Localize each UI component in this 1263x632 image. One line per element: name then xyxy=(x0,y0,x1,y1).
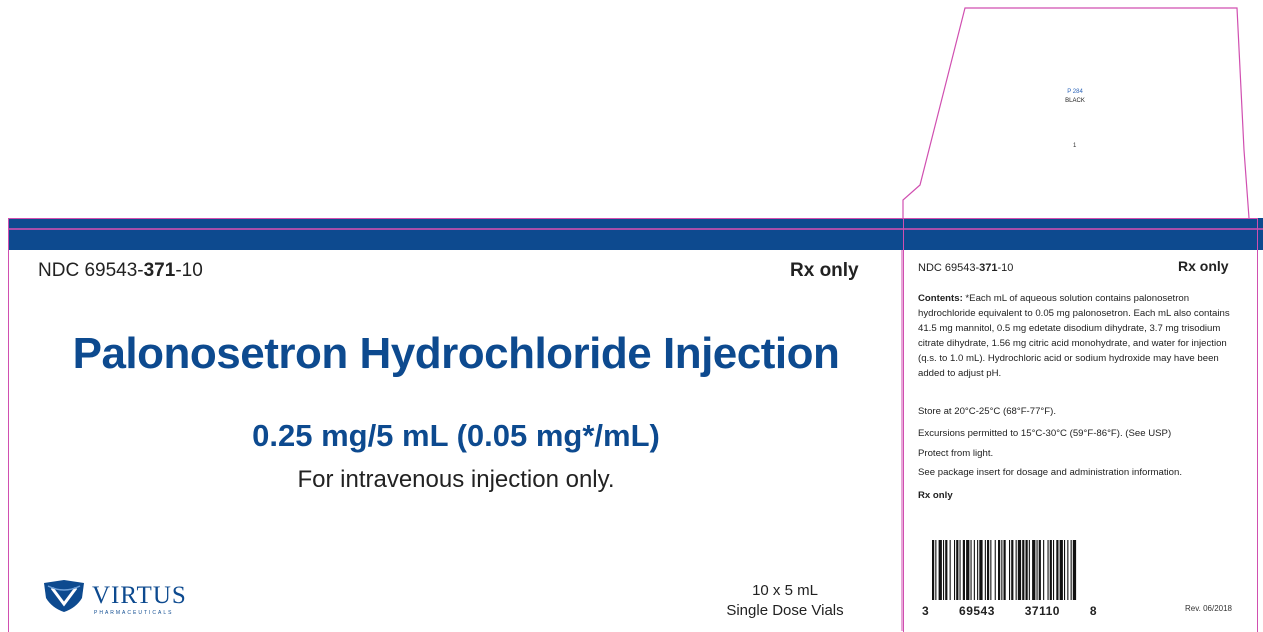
barcode-bar xyxy=(959,540,961,600)
barcode-digit-system: 3 xyxy=(922,604,930,618)
barcode-bar xyxy=(932,540,935,600)
package-insert-text: See package insert for dosage and admini… xyxy=(918,467,1182,478)
logo-subtitle: PHARMACEUTICALS xyxy=(94,610,174,616)
barcode-bar xyxy=(935,540,937,600)
barcode-bar xyxy=(945,540,948,600)
pms-color-note: P 284 BLACK xyxy=(1040,88,1110,106)
excursions-text: Excursions permitted to 15°C-30°C (59°F-… xyxy=(918,428,1172,439)
barcode-bar xyxy=(1056,540,1059,600)
barcode-bar xyxy=(1011,540,1014,600)
barcode-bar xyxy=(956,540,959,600)
pms-line-1: P 284 xyxy=(1067,89,1083,95)
barcode-bar xyxy=(1009,540,1011,600)
barcode-bar xyxy=(1059,540,1063,600)
barcode-bar xyxy=(954,540,956,600)
barcode-bars xyxy=(932,540,1077,600)
barcode-bar xyxy=(1032,540,1036,600)
logo-wordmark: VIRTUS xyxy=(92,582,187,609)
barcode-bar xyxy=(962,540,965,600)
pack-count: 10 x 5 mL xyxy=(752,582,818,599)
barcode-bar xyxy=(990,540,992,600)
barcode-bar xyxy=(966,540,970,600)
barcode-bar xyxy=(1001,540,1003,600)
storage-text: Store at 20°C-25°C (68°F-77°F). xyxy=(918,406,1056,417)
product-strength: 0.25 mg/5 mL (0.05 mg*/mL) xyxy=(252,418,660,453)
flap-mark: 1 xyxy=(1073,143,1077,149)
barcode-bar xyxy=(1038,540,1041,600)
side-rx-only: Rx only xyxy=(1178,258,1229,274)
front-ndc-prefix: NDC 69543- xyxy=(38,260,144,281)
product-title: Palonosetron Hydrochloride Injection xyxy=(72,329,840,378)
contents-label: Contents: xyxy=(918,293,963,304)
contents-text: *Each mL of aqueous solution contains pa… xyxy=(918,293,1230,379)
side-rx-bottom: Rx only xyxy=(918,490,953,501)
barcode-bar xyxy=(1053,540,1055,600)
front-panel xyxy=(8,218,904,632)
barcode-bar xyxy=(949,540,951,600)
barcode-bar xyxy=(938,540,942,600)
barcode-digit-right: 37110 xyxy=(1024,604,1060,618)
side-ndc-suffix: -10 xyxy=(997,262,1014,274)
barcode-bar xyxy=(1015,540,1017,600)
barcode-digit-left: 69543 xyxy=(959,604,995,618)
route-of-administration: For intravenous injection only. xyxy=(297,466,615,493)
upc-barcode: 3 69543 37110 8 xyxy=(922,540,1096,618)
barcode-bar xyxy=(1036,540,1038,600)
virtus-logo: VIRTUS PHARMACEUTICALS xyxy=(42,580,186,617)
barcode-bar xyxy=(1025,540,1028,600)
barcode-bar xyxy=(1017,540,1022,600)
protect-light-text: Protect from light. xyxy=(918,448,994,459)
revision-date: Rev. 06/2018 xyxy=(1185,604,1232,613)
barcode-bar xyxy=(1067,540,1069,600)
barcode-bar xyxy=(970,540,972,600)
pack-type: Single Dose Vials xyxy=(726,602,844,619)
shield-icon xyxy=(44,580,84,612)
barcode-bar xyxy=(1049,540,1052,600)
side-ndc-bold: 371 xyxy=(979,262,998,274)
barcode-bar xyxy=(1028,540,1030,600)
side-ndc: NDC 69543-371-10 xyxy=(918,262,1013,274)
barcode-bar xyxy=(943,540,945,600)
front-ndc: NDC 69543-371-10 xyxy=(38,260,203,282)
barcode-bar xyxy=(984,540,986,600)
barcode-bar xyxy=(1043,540,1045,600)
front-ndc-bold: 371 xyxy=(143,260,176,281)
barcode-bar xyxy=(979,540,983,600)
barcode-bar xyxy=(1003,540,1006,600)
barcode-bar xyxy=(1072,540,1077,600)
header-blue-band xyxy=(8,218,1263,250)
barcode-bar xyxy=(1022,540,1025,600)
pms-line-2: BLACK xyxy=(1065,98,1085,104)
barcode-bar xyxy=(998,540,1001,600)
barcode-bar xyxy=(987,540,990,600)
band-dieline xyxy=(8,228,1263,230)
side-ndc-prefix: NDC 69543- xyxy=(918,262,980,274)
barcode-bar xyxy=(1064,540,1066,600)
front-ndc-suffix: -10 xyxy=(175,260,203,281)
barcode-digit-check: 8 xyxy=(1089,604,1097,618)
side-panel xyxy=(902,218,1258,632)
contents-paragraph: Contents: *Each mL of aqueous solution c… xyxy=(918,291,1244,381)
front-rx-only: Rx only xyxy=(790,260,859,281)
barcode-bar xyxy=(1070,540,1072,600)
barcode-bar xyxy=(994,540,996,600)
barcode-bar xyxy=(1047,540,1049,600)
barcode-bar xyxy=(977,540,979,600)
barcode-bar xyxy=(973,540,975,600)
